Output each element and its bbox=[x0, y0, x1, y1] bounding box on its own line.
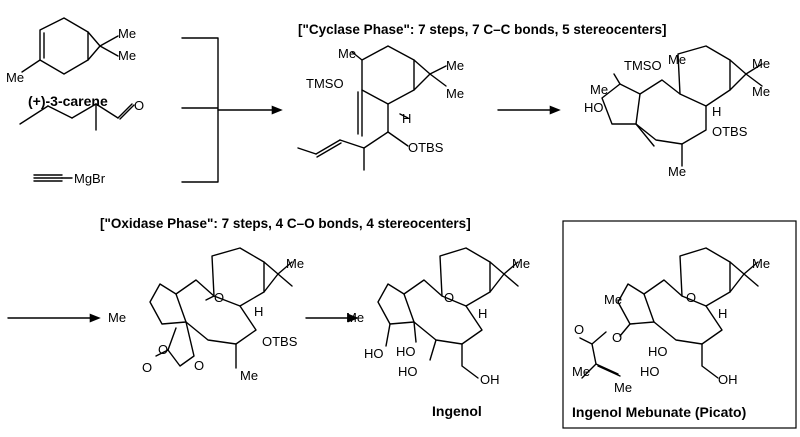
ingenol-ho-label-3: HO bbox=[398, 364, 418, 379]
int-a-otbs-label: OTBS bbox=[408, 140, 444, 155]
aldehyde-o-label: O bbox=[134, 98, 144, 113]
carene-structure: Me Me Me (+)-3-carene bbox=[6, 17, 136, 109]
int-c-o-label-2: O bbox=[158, 342, 168, 357]
mebutate-box bbox=[562, 220, 797, 429]
int-b-me-label-4: Me bbox=[590, 82, 608, 97]
int-c-o-label-4: O bbox=[194, 358, 204, 373]
cyclase-phase-title: ["Cyclase Phase": 7 steps, 7 C–C bonds, … bbox=[298, 22, 666, 37]
ingenol-ho-label: HO bbox=[364, 346, 384, 361]
ingenol-name: Ingenol bbox=[432, 403, 482, 419]
oxidase-phase-title: ["Oxidase Phase": 7 steps, 4 C–O bonds, … bbox=[100, 216, 471, 231]
int-b-me-label: Me bbox=[668, 52, 686, 67]
mebutate-o-label-2: O bbox=[574, 322, 584, 337]
ingenol-me-label-2: Me bbox=[346, 310, 364, 325]
mebutate-me-label-3: Me bbox=[572, 364, 590, 379]
ingenol-oh-label: OH bbox=[480, 372, 500, 387]
mebutate-me-label: Me bbox=[752, 256, 770, 271]
int-b-me-label-5: Me bbox=[668, 164, 686, 179]
int-b-me-label-2: Me bbox=[752, 56, 770, 71]
int-b-me-label-3: Me bbox=[752, 84, 770, 99]
mebutate-o-label-3: O bbox=[612, 330, 622, 345]
mebutate-me-label-4: Me bbox=[614, 380, 632, 395]
mebutate-h-label: H bbox=[718, 306, 727, 321]
mebutate-me-label-2: Me bbox=[604, 292, 622, 307]
carene-me-label-3: Me bbox=[118, 48, 136, 63]
int-b-tmso-label: TMSO bbox=[624, 58, 662, 73]
mebutate-ho-label: HO bbox=[648, 344, 668, 359]
mebutate-name: Ingenol Mebunate (Picato) bbox=[572, 404, 746, 420]
mebutate-oh-label: OH bbox=[718, 372, 738, 387]
arrow-1-head bbox=[271, 105, 283, 115]
int-a-tmso-label: TMSO bbox=[306, 76, 344, 91]
ingenol-ho-label-2: HO bbox=[396, 344, 416, 359]
grignard-structure: MgBr bbox=[33, 171, 106, 186]
arrow-4-head bbox=[347, 313, 359, 323]
int-c-me-label: Me bbox=[286, 256, 304, 271]
int-a-h-label: H bbox=[402, 111, 411, 126]
ingenol-structure: Me Me O H HO HO HO OH Ingenol bbox=[346, 247, 530, 419]
ingenol-o-label: O bbox=[444, 290, 454, 305]
grignard-label: MgBr bbox=[74, 171, 106, 186]
int-c-h-label: H bbox=[254, 304, 263, 319]
int-a-me-label-3: Me bbox=[446, 86, 464, 101]
int-b-ho-label: HO bbox=[584, 100, 604, 115]
mebutate-structure: Me Me O H O O HO HO OH Me Me Ingenol Meb… bbox=[572, 247, 770, 420]
ingenol-me-label: Me bbox=[512, 256, 530, 271]
int-c-otbs-label: OTBS bbox=[262, 334, 298, 349]
arrow-2-head bbox=[549, 105, 561, 115]
intermediate-c-structure: Me Me O H OTBS O O O Me bbox=[108, 247, 304, 383]
aldehyde-structure: O bbox=[19, 98, 144, 131]
intermediate-b-structure: Me TMSO Me Me Me HO H OTBS Me bbox=[584, 45, 770, 179]
ingenol-h-label: H bbox=[478, 306, 487, 321]
arrow-3-head bbox=[89, 313, 101, 323]
int-c-me-label-2: Me bbox=[108, 310, 126, 325]
int-c-me-label-3: Me bbox=[240, 368, 258, 383]
int-b-h-label: H bbox=[712, 104, 721, 119]
mebutate-o-label: O bbox=[686, 290, 696, 305]
carene-name: (+)-3-carene bbox=[28, 93, 108, 109]
carene-me-label-2: Me bbox=[118, 26, 136, 41]
int-c-o-label-3: O bbox=[142, 360, 152, 375]
int-b-otbs-label: OTBS bbox=[712, 124, 748, 139]
int-a-me-label: Me bbox=[338, 46, 356, 61]
int-a-me-label-2: Me bbox=[446, 58, 464, 73]
mebutate-ho-label-2: HO bbox=[640, 364, 660, 379]
combine-bracket bbox=[181, 37, 219, 183]
intermediate-a-structure: Me TMSO Me Me H OTBS bbox=[297, 45, 464, 171]
carene-me-label: Me bbox=[6, 70, 24, 85]
int-c-o-label: O bbox=[214, 290, 224, 305]
